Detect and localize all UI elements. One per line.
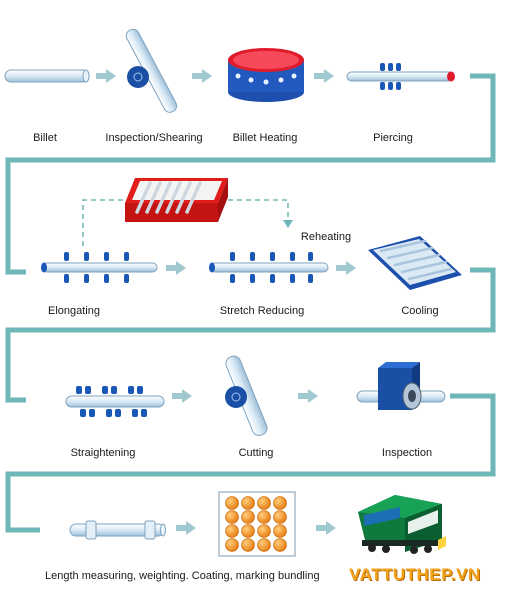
inspection-machine-icon <box>356 362 446 410</box>
label-inspection-shearing: Inspection/Shearing <box>105 132 203 144</box>
bundle-icon <box>218 491 296 557</box>
reheating-furnace-icon <box>82 178 293 246</box>
shearing-icon <box>125 28 178 113</box>
locomotive-icon <box>358 495 446 554</box>
label-inspection: Inspection <box>381 447 433 459</box>
label-final-steps: Length measuring, weighting. Coating, ma… <box>45 570 320 582</box>
measuring-pipe-icon <box>69 520 166 540</box>
stretch-reducing-icon <box>209 252 329 283</box>
label-billet-heating: Billet Heating <box>232 132 298 144</box>
cutting-icon <box>225 355 268 436</box>
flow-connector <box>5 73 496 275</box>
piercing-icon <box>346 63 455 90</box>
flow-connector <box>5 393 496 533</box>
flow-arrow <box>166 261 356 275</box>
label-piercing: Piercing <box>373 132 413 144</box>
flow-arrow <box>172 389 318 403</box>
label-billet: Billet <box>33 132 57 144</box>
furnace-ring-icon <box>228 48 304 102</box>
watermark-logo: VATTUTHEP.VN <box>349 565 481 584</box>
elongating-icon <box>41 252 158 283</box>
label-reheating: Reheating <box>300 231 352 243</box>
flow-arrow <box>176 521 336 535</box>
cooling-bed-icon <box>368 236 462 290</box>
label-stretch-reducing: Stretch Reducing <box>219 305 305 317</box>
label-cutting: Cutting <box>238 447 274 459</box>
flow-connector <box>5 267 496 403</box>
straightening-icon <box>65 386 165 417</box>
flow-arrow <box>96 69 334 83</box>
label-straightening: Straightening <box>70 447 136 459</box>
billet-icon <box>4 69 90 83</box>
label-cooling: Cooling <box>401 305 439 317</box>
label-elongating: Elongating <box>48 305 100 317</box>
